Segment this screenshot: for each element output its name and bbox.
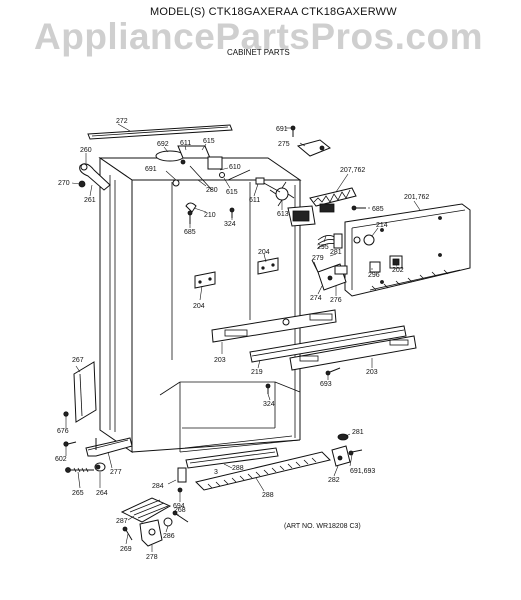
mullion-219: [249, 325, 407, 363]
roller-286: [163, 517, 173, 527]
roller-264: [94, 462, 106, 472]
callout-274: 274: [310, 295, 322, 302]
callout-288-upper: 288: [232, 465, 244, 472]
callout-272: 272: [116, 118, 128, 125]
callout-210: 210: [204, 212, 216, 219]
screw-210: [185, 202, 197, 213]
control-panel-201: [344, 203, 471, 297]
callout-282: 282: [328, 477, 340, 484]
callout-288-lower: 288: [262, 492, 274, 499]
hinge-bracket-204-right: [257, 257, 279, 275]
bottom-cover-287: [120, 497, 172, 523]
callout-267: 267: [72, 357, 84, 364]
wire-connector-295: [317, 233, 343, 249]
callout-295: 295: [317, 244, 329, 251]
leveling-screw-265: [65, 467, 94, 473]
callout-694: 694: [173, 503, 185, 510]
fan-assembly-613: [255, 177, 316, 227]
callout-284: 284: [152, 483, 164, 490]
callout-270: 270: [58, 180, 70, 187]
callout-214: 214: [376, 222, 388, 229]
top-hinge-260: [78, 163, 111, 191]
callout-691-right: 691: [276, 126, 288, 133]
art-number: (ART NO. WR18208 C3): [284, 523, 361, 530]
callout-260: 260: [80, 147, 92, 154]
callout-204-right: 204: [258, 249, 270, 256]
callout-615: 615: [226, 189, 238, 196]
mullion-203-upper: [211, 309, 337, 343]
callout-204-left: 204: [193, 303, 205, 310]
callout-277: 277: [110, 469, 122, 476]
cap-275: [290, 125, 331, 157]
callout-281-bottom: 281: [352, 429, 364, 436]
model-title: MODEL(S) CTK18GAXERAA CTK18GAXERWW: [150, 6, 397, 18]
callout-691-693: 691,693: [350, 468, 375, 475]
bracket-278: [139, 519, 163, 547]
callout-610: 610: [229, 164, 241, 171]
screw-269: [122, 526, 133, 541]
clip-281: [337, 433, 349, 441]
mullion-203-lower: [289, 335, 417, 371]
callout-613: 613: [277, 211, 289, 218]
callout-265: 265: [72, 490, 84, 497]
callout-203-right: 203: [366, 369, 378, 376]
screw-324-top: [229, 207, 235, 218]
inner-base-288: [185, 447, 279, 469]
screw-324-bottom: [265, 383, 271, 394]
bracket-277: [85, 437, 133, 457]
callout-3: 3: [214, 469, 218, 476]
callout-279: 279: [312, 255, 324, 262]
callout-280: 280: [206, 187, 218, 194]
callout-276: 276: [330, 297, 342, 304]
callout-691-left: 691: [145, 166, 157, 173]
callout-296: 296: [368, 272, 380, 279]
callout-207-762: 207,762: [340, 167, 365, 174]
callout-202: 202: [392, 267, 404, 274]
callout-611: 611: [249, 197, 260, 204]
callout-602: 602: [55, 456, 67, 463]
callout-685-right: 685: [372, 206, 384, 213]
callout-692: 692: [157, 141, 169, 148]
watermark: AppliancePartsPros.com: [34, 16, 483, 57]
callout-275: 275: [278, 141, 290, 148]
callout-278: 278: [146, 554, 158, 561]
callout-201-762: 201,762: [404, 194, 429, 201]
callout-324-bottom: 324: [263, 401, 275, 408]
wire-harness-207: [309, 187, 357, 213]
hinge-bracket-204-left: [194, 271, 216, 289]
callout-287: 287: [116, 518, 128, 525]
leader-lines: [65, 123, 421, 552]
bracket-284: [177, 467, 187, 493]
callout-219: 219: [251, 369, 263, 376]
callout-685-left: 685: [184, 229, 196, 236]
callout-676: 676: [57, 428, 69, 435]
base-grille-288: [195, 451, 331, 491]
callout-286: 286: [163, 533, 175, 540]
top-trim-272: [87, 124, 233, 140]
damper-bracket-274: [311, 259, 348, 291]
callout-324-top: 324: [224, 221, 236, 228]
callout-261: 261: [84, 197, 96, 204]
section-title: CABINET PARTS: [227, 48, 290, 57]
callout-615-top: 615: [203, 138, 215, 145]
callout-269: 269: [120, 546, 132, 553]
callout-203-left: 203: [214, 357, 226, 364]
clip-282: [331, 445, 351, 467]
side-panel-267: [73, 361, 97, 423]
callout-693: 693: [320, 381, 332, 388]
screw-691-693: [348, 449, 363, 456]
screw-676: [63, 411, 69, 417]
screw-685-right: [351, 205, 366, 211]
callout-268: 268: [174, 507, 186, 514]
callout-264: 264: [96, 490, 108, 497]
callouts: 272 260 270 261 692 611 615 691 610 280 …: [55, 118, 429, 561]
callout-281-top: 281: [330, 249, 342, 256]
callout-611-top: 611: [180, 140, 191, 147]
screw-685: [187, 210, 193, 224]
screw-693: [325, 367, 341, 376]
screw-602: [63, 441, 77, 447]
